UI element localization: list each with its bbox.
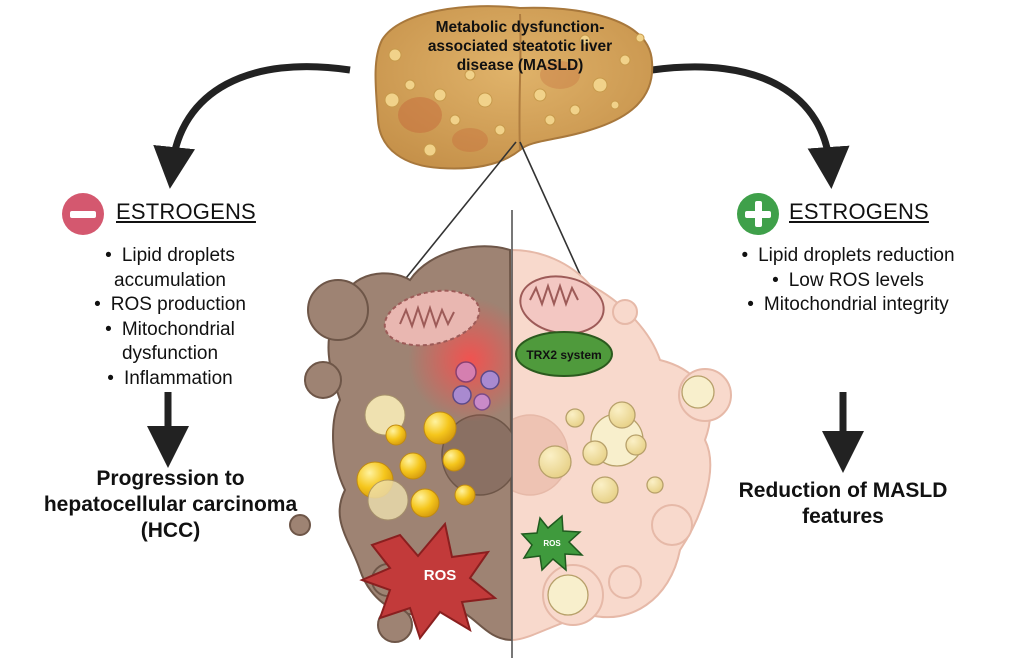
- ros-burst-large: ROS: [359, 521, 498, 641]
- left-effects-list: Lipid droplets accumulation ROS producti…: [55, 244, 285, 391]
- right-effects-list: Lipid droplets reduction Low ROS levels …: [718, 244, 978, 318]
- trx2-system: TRX2 system: [515, 331, 613, 377]
- right-curved-arrow: [651, 63, 850, 189]
- left-effect-3: Mitochondrial dysfunction: [55, 318, 285, 367]
- left-estrogens-label: ESTROGENS: [116, 199, 256, 224]
- mitochondrion: [383, 275, 605, 347]
- right-effect-2: Low ROS levels: [718, 269, 978, 294]
- left-effect-2: ROS production: [55, 293, 285, 318]
- zoom-line-left: [397, 141, 517, 289]
- lipid-droplets-accumulated: [356, 394, 476, 521]
- zoom-line-right: [519, 141, 589, 293]
- trx2-label: TRX2 system: [526, 348, 601, 362]
- left-effect-1: Lipid droplets accumulation: [55, 244, 285, 293]
- left-effect-4: Inflammation: [55, 367, 285, 392]
- plus-icon: [737, 193, 779, 235]
- ros-label-left: ROS: [424, 567, 457, 584]
- lipid-droplets-reduced: [538, 375, 715, 616]
- inflammatory-cells: [452, 361, 500, 411]
- right-outcome: Reduction of MASLD features: [738, 479, 948, 528]
- right-effect-3: Mitochondrial integrity: [718, 293, 978, 318]
- right-estrogens-label: ESTROGENS: [789, 199, 929, 224]
- liver-illustration: [374, 5, 654, 170]
- ros-label-right: ROS: [543, 539, 561, 548]
- left-curved-arrow: [153, 63, 351, 189]
- right-effect-1: Lipid droplets reduction: [718, 244, 978, 269]
- minus-icon: [62, 193, 104, 235]
- ros-burst-small: ROS: [520, 514, 584, 572]
- left-outcome: Progression to hepatocellular carcinoma …: [43, 467, 298, 542]
- diagram-title: Metabolic dysfunction-associated steatot…: [427, 19, 613, 74]
